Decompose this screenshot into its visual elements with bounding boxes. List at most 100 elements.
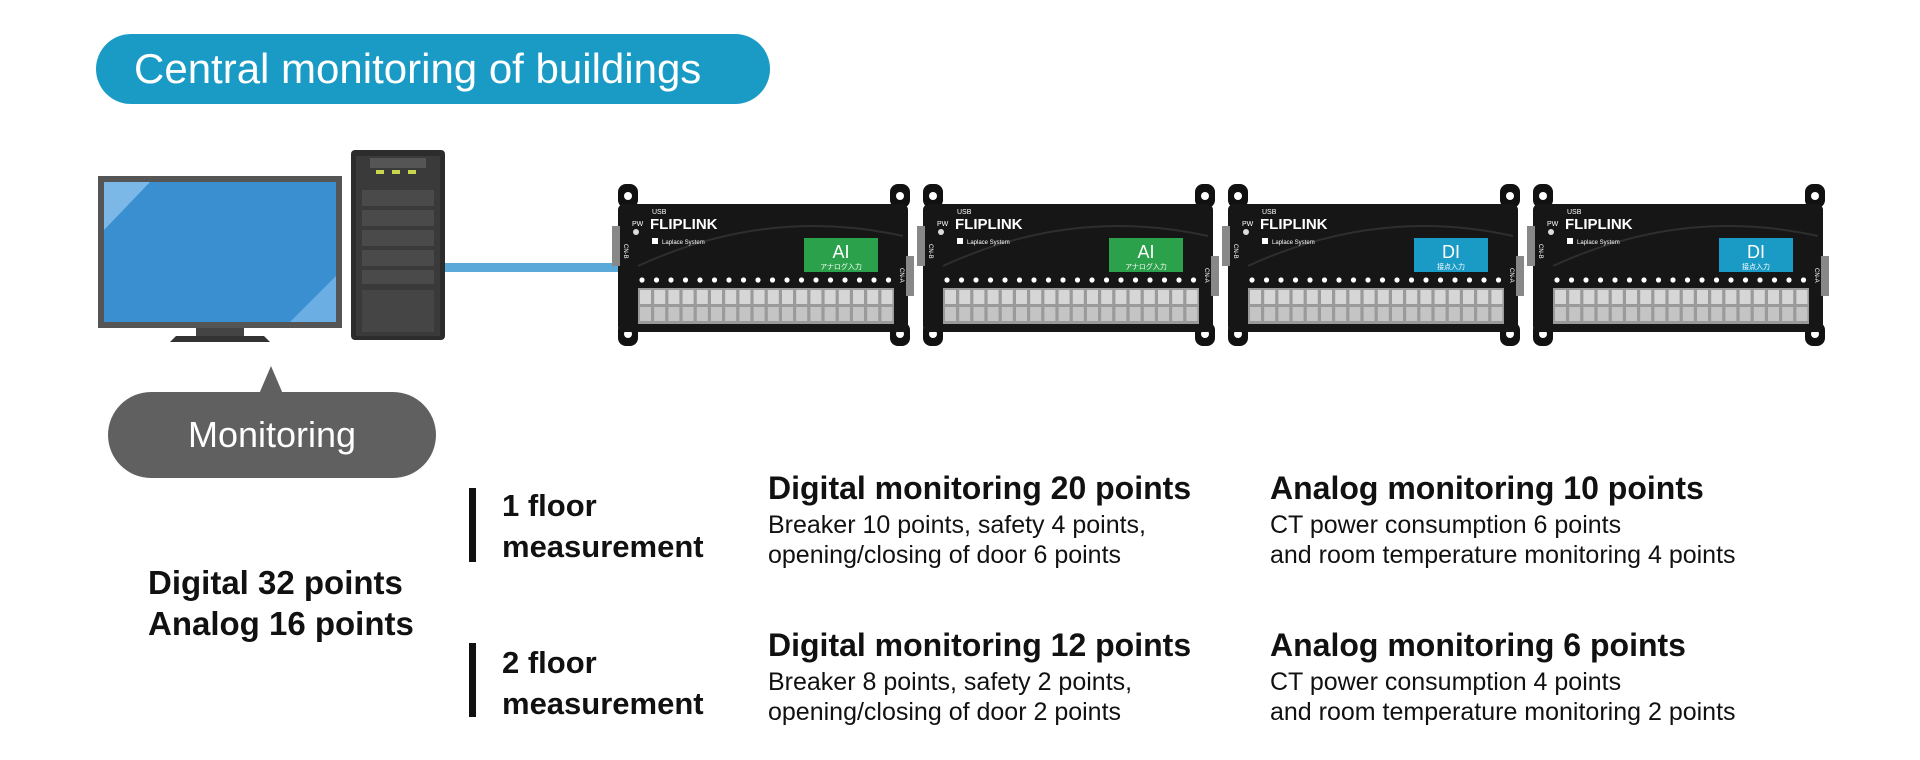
floor-2-divider — [469, 643, 476, 717]
module-type-label: DI — [1747, 242, 1765, 262]
terminal-screw — [796, 290, 808, 304]
mount-hole — [1506, 192, 1514, 200]
terminal-screw — [838, 307, 850, 321]
terminal-screw — [1448, 307, 1460, 321]
terminal-dot — [1495, 277, 1502, 283]
point-summary: Digital 32 points Analog 16 points — [148, 562, 414, 644]
terminal-screw — [810, 290, 822, 304]
terminal-dot — [1713, 277, 1720, 283]
terminal-dot — [1786, 277, 1792, 283]
terminal-screw — [753, 307, 765, 321]
terminal-screw — [1172, 307, 1184, 321]
usb-label: USB — [957, 209, 972, 216]
terminal-screw — [1654, 290, 1666, 304]
power-led — [938, 229, 944, 235]
terminal-screw — [1030, 307, 1042, 321]
terminal-screw — [1392, 307, 1403, 321]
terminal-screw — [725, 290, 737, 304]
terminal-dot — [769, 277, 776, 283]
terminal-dot — [944, 277, 950, 283]
terminal-block — [943, 288, 1199, 324]
terminal-dot — [856, 277, 863, 283]
terminal-screw — [668, 290, 680, 304]
terminal-screw — [1739, 290, 1751, 304]
floor-2-digital-detail-1: Breaker 8 points, safety 2 points, — [768, 668, 1133, 696]
terminal-dot — [755, 277, 761, 283]
terminal-screw — [1682, 290, 1694, 304]
maker-logo — [652, 238, 658, 244]
mount-hole — [929, 192, 937, 200]
terminal-dot — [958, 277, 965, 283]
terminal-screw — [1463, 307, 1474, 321]
maker-logo — [1262, 238, 1268, 244]
terminal-screw — [1725, 290, 1737, 304]
terminal-screw — [782, 290, 793, 304]
terminal-screw — [1044, 307, 1056, 321]
brand-label: FLIPLINK — [650, 216, 718, 233]
terminal-screw — [696, 307, 708, 321]
terminal-screw — [1129, 307, 1141, 321]
maker-label: Laplace System — [967, 240, 1010, 246]
power-led — [1548, 229, 1554, 235]
terminal-screw — [1668, 290, 1680, 304]
bubble-pointer — [259, 366, 283, 394]
terminal-dot — [798, 277, 805, 283]
usb-label: USB — [1567, 209, 1582, 216]
terminal-screw — [1477, 307, 1489, 321]
terminal-screw — [1583, 290, 1595, 304]
floor-1-digital-heading: Digital monitoring 20 points — [768, 470, 1192, 506]
terminal-dot — [1016, 277, 1023, 283]
terminal-dot — [1626, 277, 1633, 283]
terminal-screw — [945, 307, 956, 321]
terminal-dot — [827, 277, 834, 283]
terminal-screw — [1186, 290, 1198, 304]
terminal-dot — [653, 277, 660, 283]
floor-1-label-line1: 1 floor — [502, 488, 597, 523]
terminal-dot — [1045, 277, 1052, 283]
port-left-label: CN-B — [1537, 244, 1543, 259]
terminal-screw — [867, 290, 879, 304]
device-contour — [1552, 225, 1819, 267]
terminal-dot — [1292, 277, 1299, 283]
terminal-screw — [1782, 307, 1794, 321]
terminal-screw — [1115, 307, 1127, 321]
terminal-screw — [1725, 307, 1737, 321]
terminal-screw — [1768, 290, 1779, 304]
terminal-screw — [725, 307, 737, 321]
terminal-screw — [1143, 307, 1155, 321]
terminal-screw — [1278, 307, 1290, 321]
terminal-screw — [1306, 290, 1318, 304]
side-connector-right — [1516, 256, 1524, 296]
mount-hole — [1234, 192, 1242, 200]
terminal-screw — [1349, 307, 1361, 321]
terminal-screw — [1158, 307, 1169, 321]
terminal-screw — [1477, 290, 1489, 304]
device-contour — [1247, 225, 1514, 267]
terminal-screw — [767, 307, 779, 321]
terminal-screw — [1555, 290, 1566, 304]
terminal-screw — [1796, 307, 1808, 321]
terminal-screw — [1172, 290, 1184, 304]
terminal-dot — [1670, 277, 1676, 283]
terminal-screw — [1796, 290, 1808, 304]
side-connector-left — [1527, 226, 1535, 266]
mount-hole — [1201, 192, 1209, 200]
terminal-screw — [1321, 307, 1332, 321]
terminal-screw — [810, 307, 822, 321]
terminal-screw — [1115, 290, 1127, 304]
terminal-screw — [1377, 290, 1389, 304]
terminal-screw — [640, 307, 651, 321]
pw-label: PW — [1242, 221, 1254, 228]
terminal-screw — [711, 290, 722, 304]
terminal-screw — [1377, 307, 1389, 321]
terminal-screw — [1753, 307, 1765, 321]
terminal-screw — [1434, 290, 1446, 304]
terminal-screw — [987, 290, 999, 304]
terminal-block — [1553, 288, 1809, 324]
summary-analog: Analog 16 points — [148, 605, 414, 642]
terminal-screw — [1463, 290, 1474, 304]
terminal-dot — [1771, 277, 1778, 283]
